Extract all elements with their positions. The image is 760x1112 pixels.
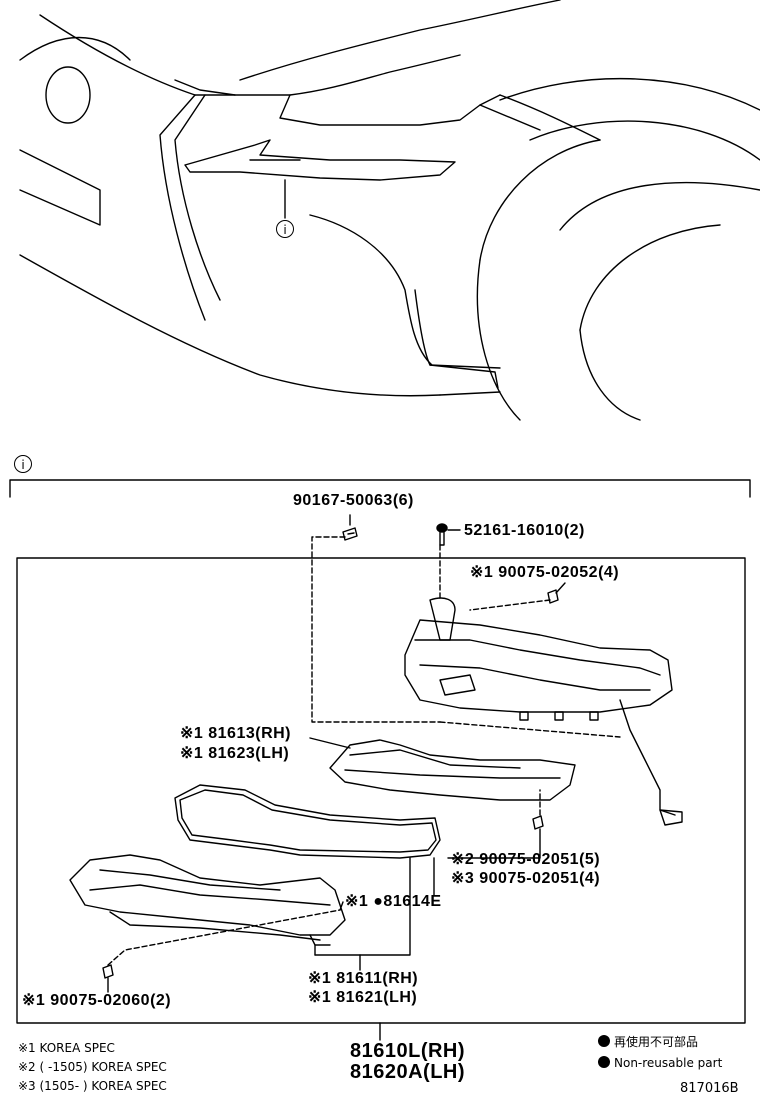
assembly-lines: [107, 536, 621, 966]
legend-en-text: Non-reusable part: [614, 1056, 723, 1070]
part-label-cover-rh: ※1 81613(RH): [180, 725, 292, 742]
part-label-assy-rh: 81610L(RH): [350, 1040, 466, 1062]
part-label-screw-mid-2: ※3 90075-02051(4): [451, 870, 601, 887]
part-label-screw-mid-1: ※2 90075-02051(5): [451, 851, 601, 868]
legend-en: Non-reusable part: [598, 1056, 722, 1070]
callout-i-section: i: [14, 455, 32, 473]
vehicle-front-view: [19, 0, 760, 421]
part-label-clip: 52161-16010(2): [464, 522, 585, 539]
legend-jp: 再使用不可部品: [598, 1035, 698, 1049]
screw-90075-02060-icon: [102, 964, 114, 979]
lamp-cover: [329, 739, 576, 801]
assembly-frame: [16, 557, 746, 1024]
callout-i-top: i: [276, 220, 294, 238]
diagram-id: 817016B: [680, 1081, 739, 1096]
part-label-housing-rh: ※1 81611(RH): [308, 970, 419, 987]
part-label-screw-top: 90167-50063(6): [293, 492, 414, 509]
non-reusable-dot-icon: [598, 1035, 610, 1047]
note-3: ※3 (1505- ) KOREA SPEC: [18, 1079, 167, 1093]
part-label-cover-lh: ※1 81623(LH): [180, 745, 290, 762]
note-1: ※1 KOREA SPEC: [18, 1041, 115, 1055]
non-reusable-dot-icon: [598, 1056, 610, 1068]
lamp-housing-back: [404, 597, 683, 826]
part-label-housing-lh: ※1 81621(LH): [308, 989, 418, 1006]
lamp-housing-front: [69, 854, 346, 946]
note-2: ※2 ( -1505) KOREA SPEC: [18, 1060, 167, 1074]
part-label-screw-bottom: ※1 90075-02060(2): [22, 992, 172, 1009]
part-label-screw-right: ※1 90075-02052(4): [470, 564, 620, 581]
clip-52161-icon: [436, 523, 448, 546]
gasket: [174, 784, 441, 859]
part-label-gasket: ※1 ●81614E: [345, 893, 442, 910]
section-bracket: [9, 479, 751, 498]
legend-jp-text: 再使用不可部品: [614, 1035, 699, 1049]
screw-90075-02051-icon: [532, 815, 544, 830]
leader-lines: [107, 514, 566, 1041]
part-label-assy-lh: 81620A(LH): [350, 1061, 466, 1083]
screw-90167-icon: [342, 527, 358, 541]
